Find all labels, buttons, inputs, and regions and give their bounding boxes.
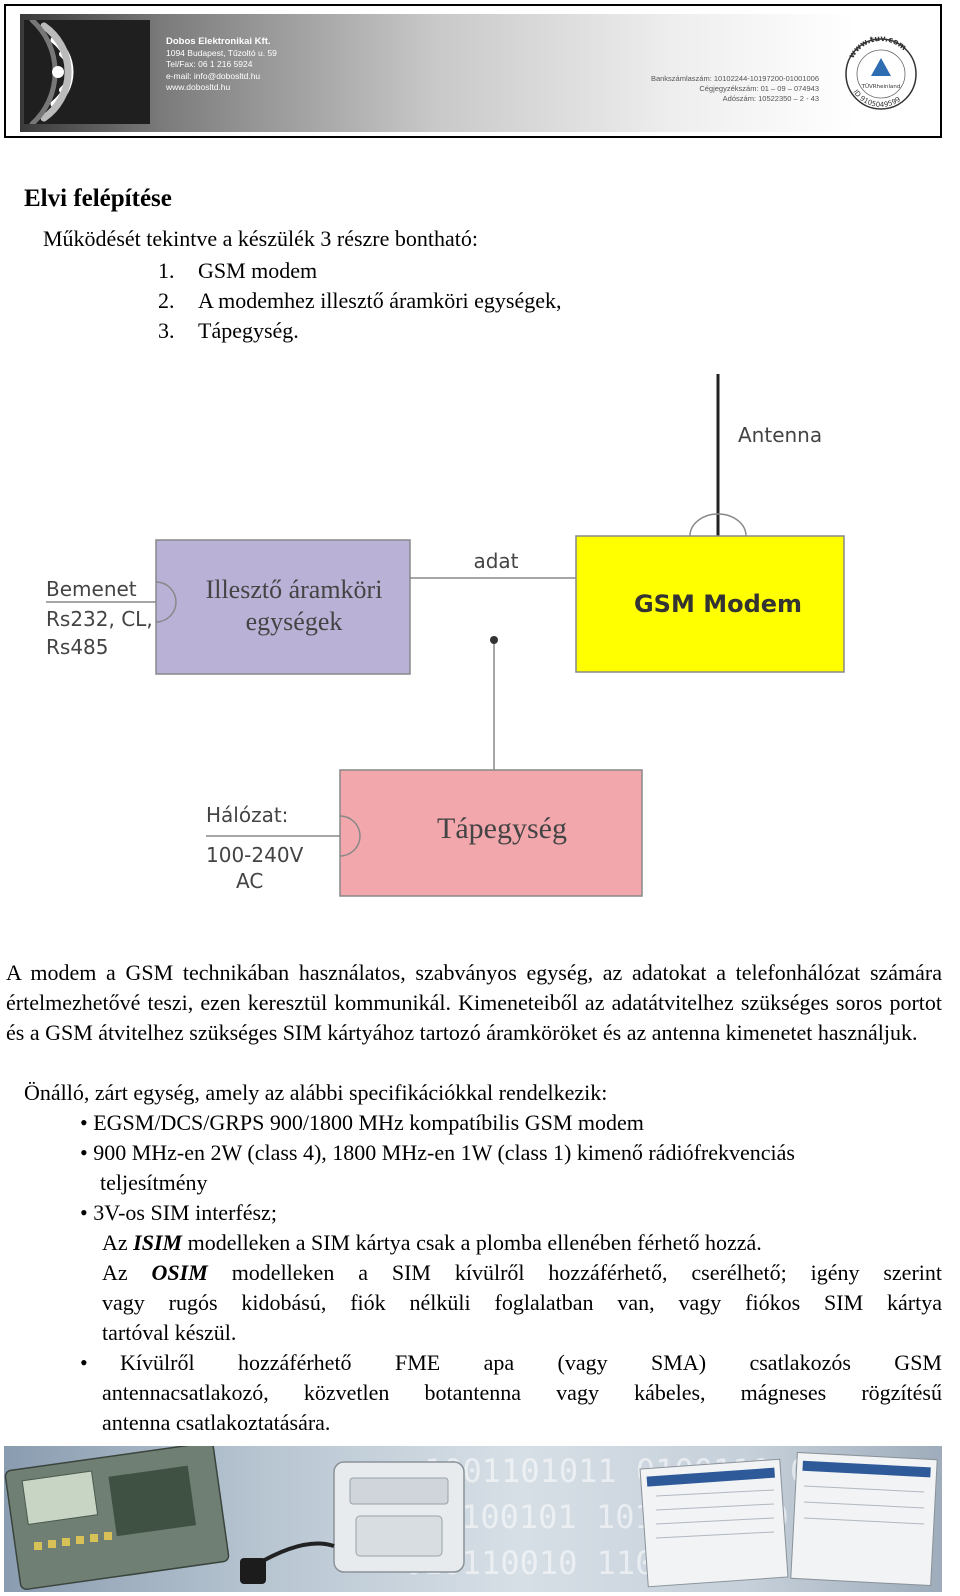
company-logo [24,17,150,127]
company-info: Dobos Elektronikai Kft. 1094 Budapest, T… [166,36,277,94]
isim-model: ISIM [133,1230,183,1255]
block-diagram: Antenna GSM Modem Illesztő áramköri egys… [46,374,845,897]
isim-pre: Az [102,1230,134,1255]
antenna-spec-line3: antenna csatlakoztatására. [102,1410,331,1435]
company-registration: Bankszámlaszám: 10102244-10197200-010010… [644,74,819,104]
antenna-spec-line1: Kívülről hozzáférhető FME apa (vagy SMA)… [120,1350,942,1375]
company-address: 1094 Budapest, Tűzoltó u. 59 [166,47,277,58]
company-website: www.dobosltd.hu [166,82,231,92]
circuit-board-icon [4,1446,230,1591]
company-email: e-mail: info@dobosltd.hu [166,70,261,81]
spec-item: • 3V-os SIM interfész; [80,1200,277,1225]
antenna-spec-line2: antennacsatlakozó, közvetlen botantenna … [102,1380,942,1405]
osim-note-line2: vagy rugós kidobású, fiók nélküli foglal… [102,1290,942,1315]
input-label-line3: Rs485 [46,635,109,659]
list-text: GSM modem [198,258,318,283]
osim-note-line1: Az OSIM modelleken a SIM kívülről hozzáf… [102,1258,942,1288]
gsm-modem-block [575,535,845,673]
registry-number: Cégjegyzékszám: 01 – 09 – 074943 [699,84,819,93]
junction-dot [490,636,498,644]
tuv-certification-seal: www.tuv.com ID 9105049599 TÜVRheinland [845,34,917,110]
tuv-triangle-icon [871,58,891,76]
spec-intro: Önálló, zárt egység, amely az alábbi spe… [24,1080,608,1105]
list-item: 2. A modemhez illesztő áramköri egységek, [158,286,562,316]
software-screen-icon [639,1451,938,1588]
letterhead: Dobos Elektronikai Kft. 1094 Budapest, T… [4,4,942,138]
power-supply-block [339,769,643,897]
list-item: 3. Tápegység. [158,316,562,346]
input-connector [155,581,177,623]
spec-item: • EGSM/DCS/GRPS 900/1800 MHz kompatíbili… [80,1110,644,1135]
mains-label-line2: 100-240V [206,843,304,867]
isim-post: modelleken a SIM kártya csak a plomba el… [182,1230,762,1255]
component-list: 1. GSM modem 2. A modemhez illesztő áramkö… [158,256,562,346]
list-number: 1. [158,258,175,283]
section-title: Elvi felépítése [24,185,172,212]
seal-brand: TÜVRheinland [861,83,901,90]
antenna-connector [689,513,747,537]
osim-model: OSIM [151,1260,208,1285]
description-paragraph: A modem a GSM technikában használatos, s… [6,960,942,1045]
power-supply-label: Tápegység [437,812,567,845]
gsm-device-icon [333,1461,465,1573]
input-label-line2: Rs232, CL, [46,607,153,631]
osim-note-line3: tartóval készül. [102,1320,237,1345]
power-plug-icon [240,1541,335,1584]
osim-pre: Az [102,1260,152,1285]
spec-bullet: • [80,1350,88,1375]
input-label-line1: Bemenet [46,577,137,601]
interface-label-line2: egységek [246,607,343,636]
osim-post: modelleken a SIM kívülről hozzáférhető, … [207,1260,942,1285]
interface-block [155,539,411,675]
interface-label-line1: Illesztő áramköri [206,575,383,604]
letterhead-banner: Dobos Elektronikai Kft. 1094 Budapest, T… [20,14,928,132]
isim-note: Az ISIM modelleken a SIM kártya csak a p… [102,1228,762,1258]
list-number: 3. [158,318,175,343]
mains-label-line1: Hálózat: [206,803,288,827]
list-text: A modemhez illesztő áramköri egységek, [198,288,562,313]
list-item: 1. GSM modem [158,256,562,286]
data-label: adat [473,549,518,573]
gsm-modem-label: GSM Modem [634,590,802,618]
company-telfax: Tel/Fax: 06 1 216 5924 [166,59,253,69]
antenna-label: Antenna [738,423,822,447]
company-name: Dobos Elektronikai Kft. [166,36,271,47]
tax-number: Adószám: 10522350 – 2 - 43 [722,94,819,103]
mains-connector [339,815,361,857]
footer-banner: 1001101011 0100110 0101 0110100101 10100… [4,1446,942,1592]
spec-item-cont: teljesítmény [100,1170,208,1195]
bank-account: Bankszámlaszám: 10102244-10197200-010010… [650,74,819,83]
dobos-logo-icon [29,17,74,127]
spec-item: • 900 MHz-en 2W (class 4), 1800 MHz-en 1… [80,1140,795,1165]
section-intro: Működését tekintve a készülék 3 részre b… [43,226,478,251]
list-text: Tápegység. [198,318,299,343]
mains-label-line3: AC [236,869,263,893]
footer-products-illustration [4,1446,938,1591]
list-number: 2. [158,288,175,313]
